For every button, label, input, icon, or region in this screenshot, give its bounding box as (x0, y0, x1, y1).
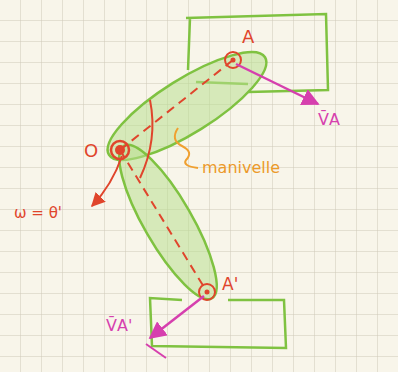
part-label: manivelle (202, 160, 280, 176)
velocity-tick (146, 344, 166, 358)
leader-line (175, 128, 198, 168)
pivot-O-center (115, 145, 125, 155)
pivot-O (111, 141, 129, 159)
rotation-label: ω = θ' (14, 206, 62, 221)
joint-A-center (231, 58, 236, 63)
velocity-arrow-A2 (150, 296, 204, 338)
velocity-arrow-A (236, 64, 318, 104)
slider-blocks (150, 14, 328, 348)
joints (111, 52, 241, 300)
point-label: A' (222, 276, 238, 293)
omega-arrow (92, 156, 122, 206)
axis-OA (120, 60, 233, 150)
point-label: O (84, 142, 98, 160)
rotation-arc (140, 100, 152, 178)
link-axes (120, 60, 233, 292)
joint-A2-center (205, 290, 210, 295)
point-label: A (242, 28, 254, 46)
velocity-label: V̄A (318, 112, 340, 128)
velocity-label: V̄A' (106, 318, 132, 334)
axis-OA2 (120, 150, 207, 292)
